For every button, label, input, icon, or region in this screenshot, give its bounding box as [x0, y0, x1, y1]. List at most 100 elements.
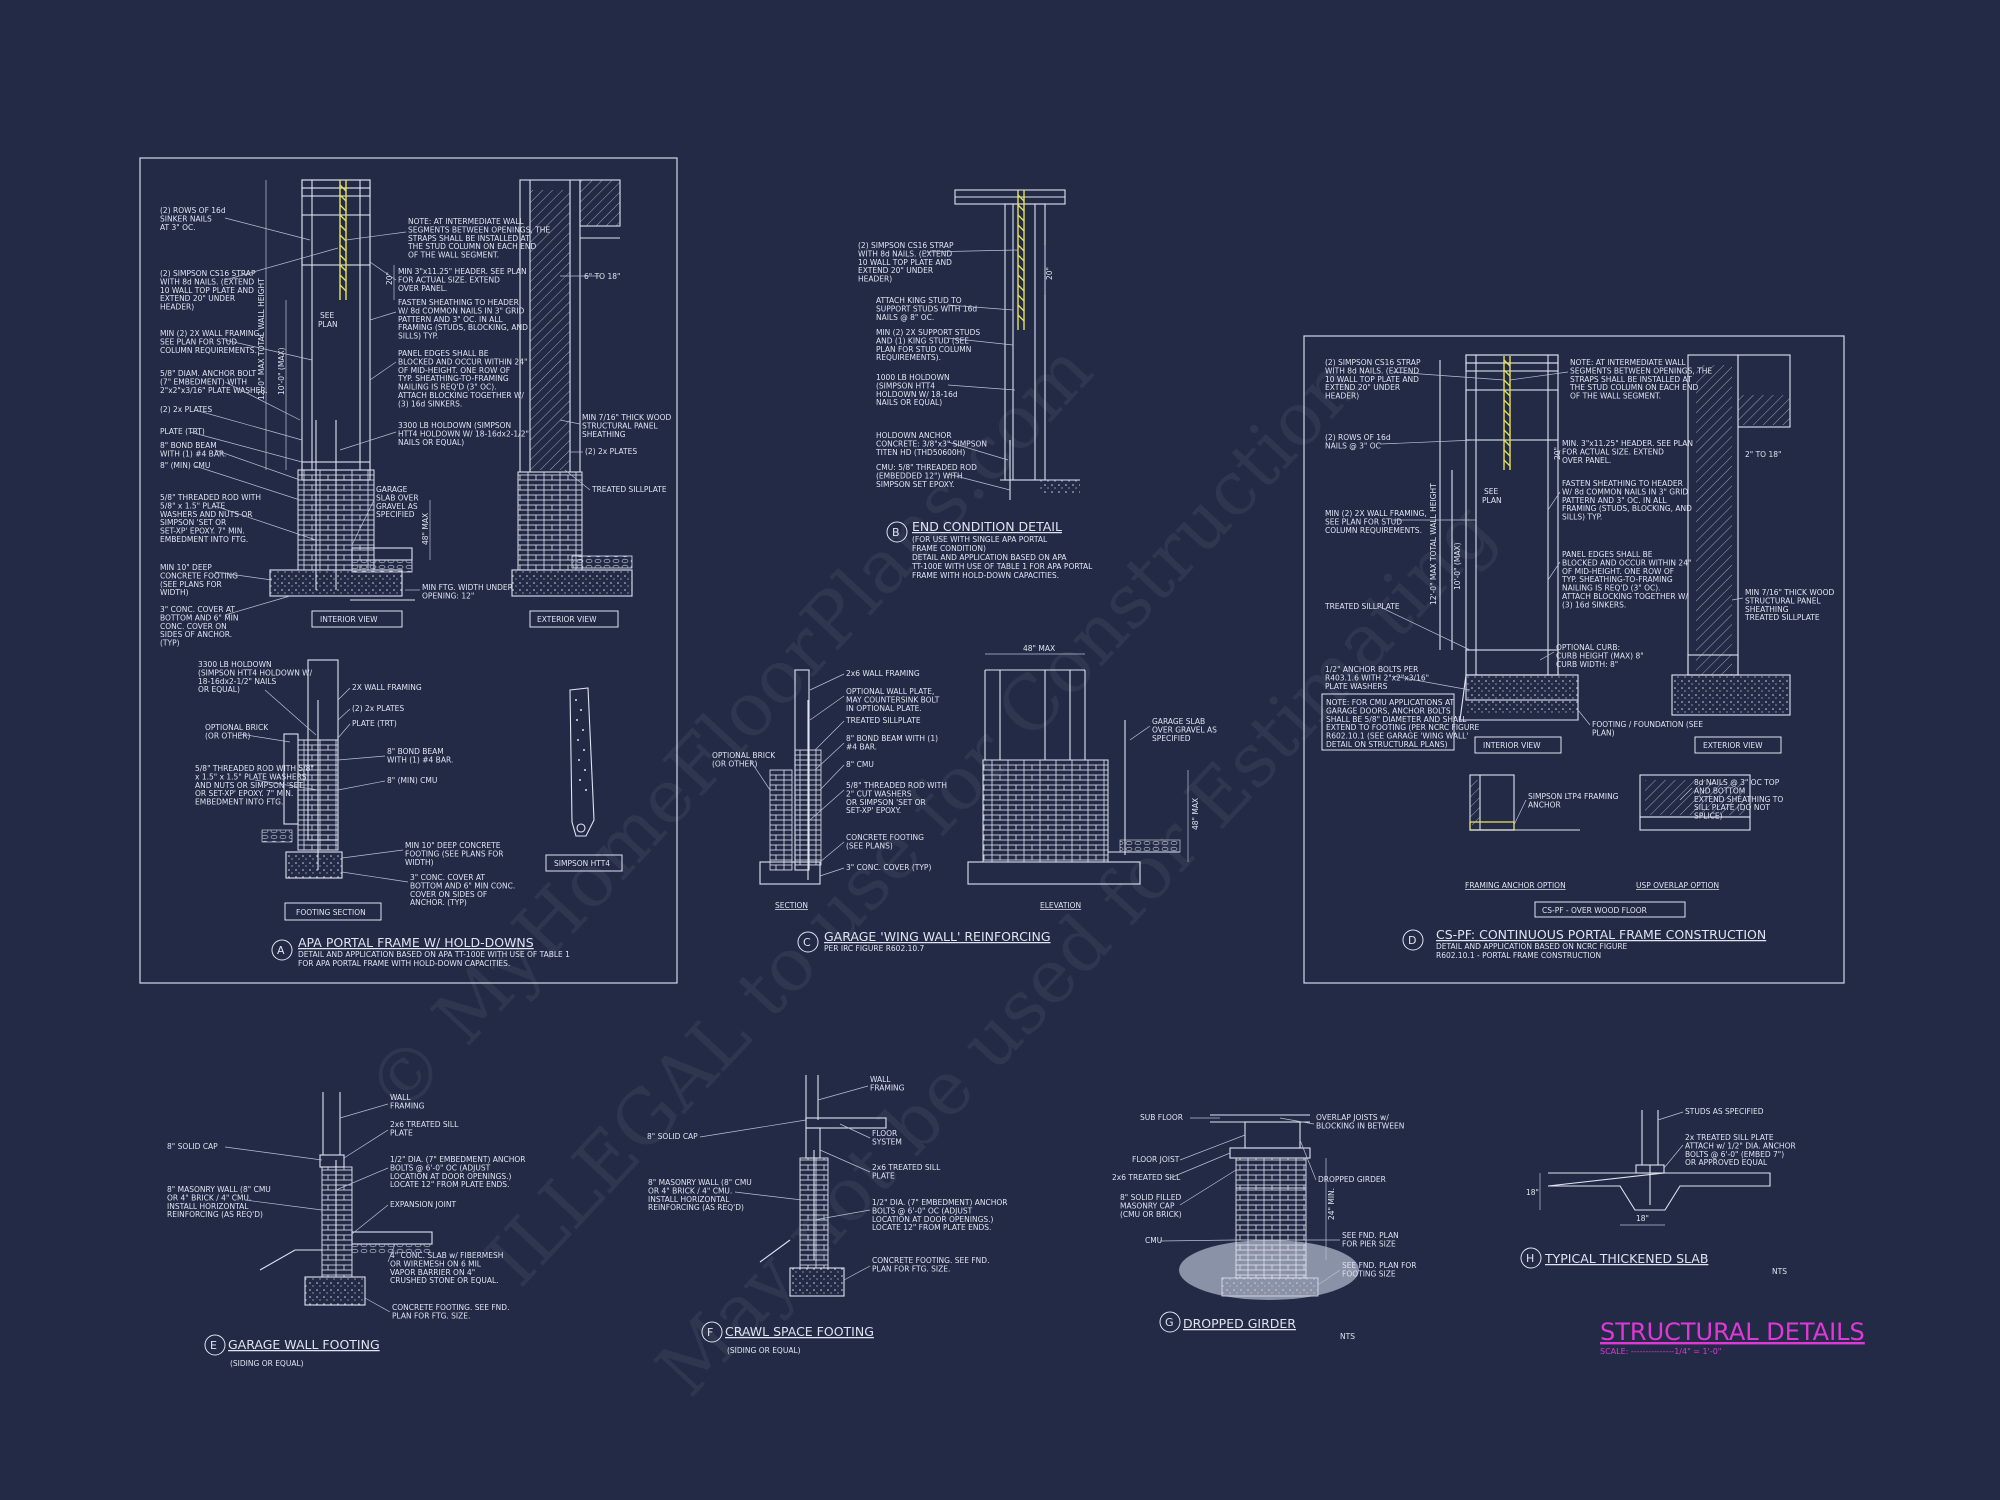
note-text: FRAME CONDITION): [912, 544, 986, 553]
note-text: AND BOTTOM: [1694, 786, 1745, 795]
note-text: AND NUTS OR SIMPSON 'SET: [195, 781, 303, 790]
note-text: PLAN): [1592, 728, 1615, 737]
detail-c-marker-circle: [797, 931, 819, 953]
note-text: SET-XP' EPOXY. 7" MIN.: [160, 527, 245, 536]
note-text: 8" SOLID FILLED: [1120, 1193, 1181, 1202]
detail-f-title: CRAWL SPACE FOOTING: [725, 1324, 874, 1339]
note-text: 3300 LB HOLDOWN: [198, 660, 272, 669]
note-text: 8" CMU: [846, 760, 874, 769]
note-text: 2" CUT WASHERS: [846, 789, 912, 798]
note-text: EMBEDMENT INTO FTG.: [195, 798, 283, 807]
svg-text:12'-0" MAX TOTAL WALL HEIGHT: 12'-0" MAX TOTAL WALL HEIGHT: [257, 278, 266, 400]
note-text: WITH 8d NAILS. (EXTEND: [1325, 366, 1419, 375]
note-text: AT 3" OC.: [160, 223, 196, 232]
note-text: REINFORCING (AS REQ'D): [167, 1210, 263, 1219]
note-text: TREATED SILLPLATE: [1324, 602, 1400, 611]
note-text: (2) ROWS OF 16d: [160, 206, 226, 215]
detail-d-exterior-view: [1671, 354, 1791, 716]
note-text: PANEL EDGES SHALL BE: [398, 349, 489, 358]
detail-a-desc-2: FOR APA PORTAL FRAME WITH HOLD-DOWN CAPA…: [298, 959, 510, 968]
note-text: MIN 10" DEEP CONCRETE: [405, 841, 501, 850]
detail-c-elevation: 48" MAX 48" MAX: [967, 644, 1200, 885]
note-text: (3) 16d SINKERS.: [398, 399, 462, 408]
note-text: SLAB OVER: [376, 493, 419, 502]
note-text: (2) SIMPSON CS16 STRAP: [858, 241, 954, 250]
detail-h-marker-circle: [1520, 1247, 1542, 1269]
detail-b-title: END CONDITION DETAIL: [912, 519, 1062, 534]
note-text: CURB HEIGHT (MAX) 8": [1556, 651, 1644, 660]
detail-a-footing-notes: 3300 LB HOLDOWN(SIMPSON HTT4 HOLDOWN W/1…: [195, 660, 515, 907]
note-text: OR WIREMESH ON 6 MIL: [390, 1259, 482, 1268]
note-text: SILL PLATE (DO NOT: [1694, 803, 1770, 812]
note-text: MIN 7/16" THICK WOOD: [1745, 588, 1835, 597]
note-text: 3" CONC. COVER AT: [410, 873, 485, 882]
note-text: 10 WALL TOP PLATE AND: [160, 286, 254, 295]
note-text: 8" (MIN) CMU: [160, 461, 210, 470]
note-text: MAY COUNTERSINK BOLT: [846, 695, 940, 704]
simpson-htt4-bracket: [569, 687, 595, 837]
detail-a-exterior-view-label: EXTERIOR VIEW: [537, 615, 597, 624]
note-text: MIN 10" DEEP: [160, 563, 212, 572]
note-text: NAILS @ 3" OC: [1325, 441, 1381, 450]
note-text: 2x TREATED SILL PLATE: [1685, 1133, 1774, 1142]
note-text: 10 WALL TOP PLATE AND: [858, 258, 952, 267]
note-text: FOOTING SIZE: [1342, 1269, 1396, 1278]
detail-g-marker-circle: [1159, 1311, 1181, 1333]
note-text: SIMPSON SET EPOXY.: [876, 480, 954, 489]
note-text: (EMBEDDED 12") WITH: [876, 471, 963, 480]
note-text: FOR PIER SIZE: [1342, 1239, 1396, 1248]
note-text: MIN (2) 2X WALL FRAMING,: [160, 329, 262, 338]
note-text: COLUMN REQUIREMENTS.: [1325, 526, 1422, 535]
note-text: PLAN FOR FTG. SIZE.: [392, 1311, 470, 1320]
note-text: GARAGE DOORS, ANCHOR BOLTS: [1326, 706, 1451, 715]
detail-d-note-box: [1321, 693, 1455, 751]
note-text: ATTACH BLOCKING TOGETHER W/: [1562, 592, 1688, 601]
detail-c-section-label: SECTION: [775, 901, 808, 910]
detail-d-interior-view: 12'-0" MAX TOTAL WALL HEIGHT 10'-0" (MAX…: [1429, 354, 1579, 721]
note-text: 1/2" ANCHOR BOLTS PER: [1325, 665, 1418, 674]
note-text: CMU: [1145, 1236, 1162, 1245]
note-text: SIMPSON 'SET OR: [160, 518, 226, 527]
note-text: 5/8" DIAM. ANCHOR BOLT: [160, 369, 256, 378]
note-text: WIDTH): [160, 588, 189, 597]
note-text: WITH (1) #4 BAR.: [160, 449, 226, 458]
note-text: WITH (1) #4 BAR.: [387, 755, 453, 764]
note-text: SINKER NAILS: [160, 214, 212, 223]
note-text: PATTERN AND 3" OC. IN ALL: [398, 315, 503, 324]
note-text: HEADER): [858, 275, 892, 284]
note-text: PATTERN AND 3" OC. IN ALL: [1562, 496, 1667, 505]
note-text: (FOR USE WITH SINGLE APA PORTAL: [912, 535, 1048, 544]
note-text: SUB FLOOR: [1140, 1113, 1183, 1122]
detail-c-max-48-top: 48" MAX: [1023, 644, 1055, 653]
note-text: 2x6 TREATED SILL: [872, 1163, 941, 1172]
note-text: 3300 LB HOLDOWN (SIMPSON: [398, 421, 511, 430]
note-text: 18": [1526, 1188, 1539, 1197]
detail-d-dim: 2" TO 18": [1745, 450, 1781, 459]
note-text: AND (1) KING STUD (SEE: [876, 336, 969, 345]
note-text: OPTIONAL BRICK: [712, 751, 776, 760]
note-text: PLATE (TRT): [160, 427, 205, 436]
note-text: BOTTOM AND 6" MIN CONC.: [410, 881, 515, 890]
note-text: OPTIONAL CURB:: [1556, 643, 1620, 652]
note-text: OR EQUAL): [198, 685, 240, 694]
note-text: STRUCTURAL PANEL: [1745, 596, 1821, 605]
note-text: PLATE WASHERS: [1325, 682, 1388, 691]
note-text: TREATED SILLPLATE: [845, 716, 921, 725]
note-text: 5/8" THREADED ROD WITH: [160, 493, 261, 502]
note-text: FRAMING (STUDS, BLOCKING, AND: [398, 323, 528, 332]
note-text: ANCHOR. (TYP): [410, 898, 467, 907]
detail-d-interior-view-label: INTERIOR VIEW: [1483, 741, 1541, 750]
note-text: (TYP): [160, 639, 180, 648]
note-text: FASTEN SHEATHING TO HEADER: [1562, 479, 1683, 488]
note-text: (7" EMBEDMENT) WITH: [160, 377, 247, 386]
note-text: 2x6 TREATED SILL: [390, 1120, 459, 1129]
note-text: WASHERS AND NUTS OR: [160, 510, 252, 519]
note-text: COLUMN REQUIREMENTS.: [160, 346, 257, 355]
note-text: LOCATE 12" FROM PLATE ENDS.: [390, 1180, 509, 1189]
detail-a-marker: A: [277, 944, 285, 957]
detail-h-title: TYPICAL THICKENED SLAB: [1544, 1251, 1708, 1266]
note-text: FRAMING: [390, 1101, 425, 1110]
note-text: NAILS OR EQUAL): [398, 438, 464, 447]
